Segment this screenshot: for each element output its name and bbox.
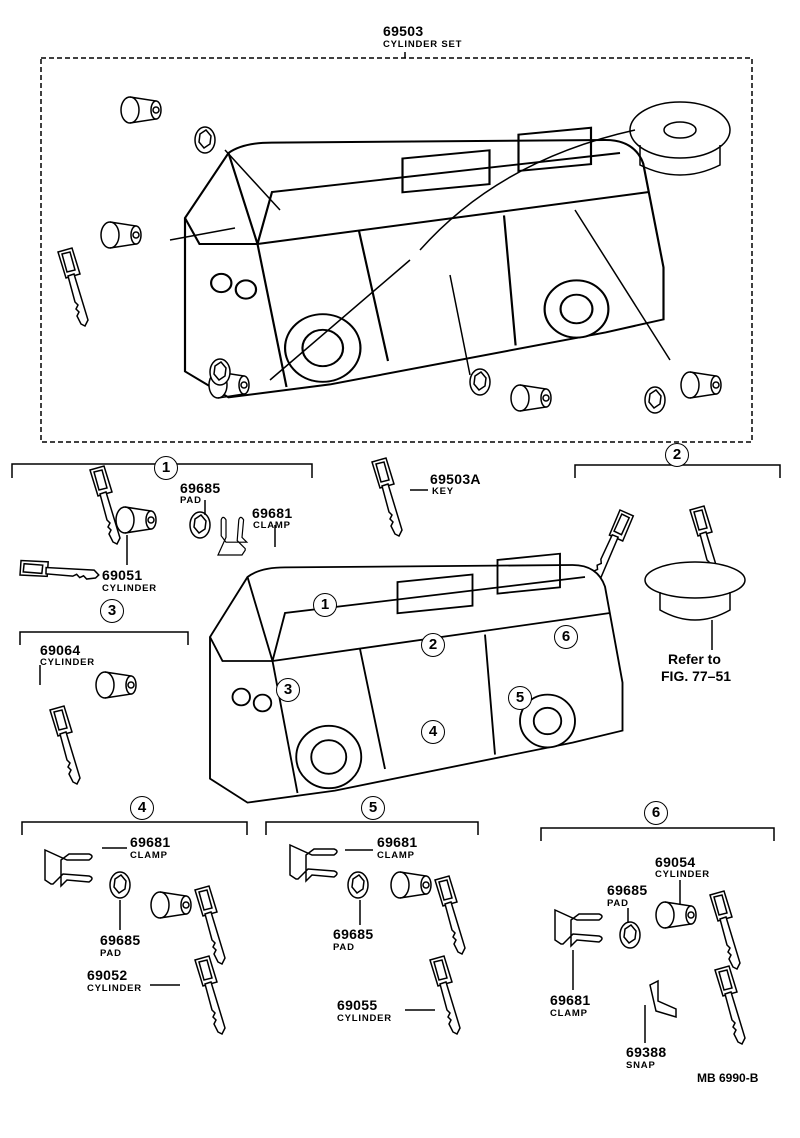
fuel-cap-illustration-top xyxy=(629,101,731,176)
g1-pad-number: 69685 xyxy=(180,480,221,496)
van-illustration-index xyxy=(209,552,624,804)
g6-cylinder-number: 69054 xyxy=(655,854,696,870)
cylinder-set-name: CYLINDER SET xyxy=(383,39,463,50)
g6-cylinder-name: CYLINDER xyxy=(655,869,710,880)
g5-pad-name: PAD xyxy=(333,942,355,953)
g1-pad-name: PAD xyxy=(180,495,202,506)
group-3-bracket xyxy=(19,631,189,645)
g5-cylinder-name: CYLINDER xyxy=(337,1013,392,1024)
refer-to-text: Refer to xyxy=(668,651,721,667)
g6-clamp-number: 69681 xyxy=(550,992,591,1008)
cylinder-set-number: 69503 xyxy=(383,23,424,39)
g5-pad-number: 69685 xyxy=(333,926,374,942)
figure-code: MB 6990-B xyxy=(697,1071,759,1085)
g6-clamp-name: CLAMP xyxy=(550,1008,588,1019)
key-illustration xyxy=(371,457,403,537)
g5-clamp-name: CLAMP xyxy=(377,850,415,861)
g6-pad-number: 69685 xyxy=(607,882,648,898)
figure-reference-link[interactable]: FIG. 77–51 xyxy=(661,668,732,684)
group-6-bracket xyxy=(540,827,775,841)
g3-cylinder-name: CYLINDER xyxy=(40,657,95,668)
g4-clamp-number: 69681 xyxy=(130,834,171,850)
van-callout-4: 4 xyxy=(421,720,445,744)
group-5-bracket xyxy=(265,821,479,835)
g3-cylinder-number: 69064 xyxy=(40,642,81,658)
g1-cylinder-name: CYLINDER xyxy=(102,583,157,594)
g6-snap-name: SNAP xyxy=(626,1060,656,1071)
snap-illustration xyxy=(649,979,677,1019)
key-number: 69503A xyxy=(430,471,481,487)
van-callout-2: 2 xyxy=(421,633,445,657)
van-illustration-top xyxy=(183,126,665,399)
van-callout-1: 1 xyxy=(313,593,337,617)
g4-pad-name: PAD xyxy=(100,948,122,959)
van-callout-6: 6 xyxy=(554,625,578,649)
callout-2: 2 xyxy=(665,443,689,467)
group-4-bracket xyxy=(21,821,248,835)
g6-snap-number: 69388 xyxy=(626,1044,667,1060)
g1-clamp-name: CLAMP xyxy=(253,520,291,531)
g4-cylinder-name: CYLINDER xyxy=(87,983,142,994)
callout-5: 5 xyxy=(361,796,385,820)
g4-cylinder-number: 69052 xyxy=(87,967,128,983)
key-name: KEY xyxy=(432,486,454,497)
g4-pad-number: 69685 xyxy=(100,932,141,948)
fuel-cap-illustration xyxy=(644,561,746,621)
g5-cylinder-number: 69055 xyxy=(337,997,378,1013)
callout-6: 6 xyxy=(644,801,668,825)
g5-clamp-number: 69681 xyxy=(377,834,418,850)
g1-clamp-number: 69681 xyxy=(252,505,293,521)
callout-4: 4 xyxy=(130,796,154,820)
g6-pad-name: PAD xyxy=(607,898,629,909)
cylinder-set-boundary xyxy=(40,57,753,443)
callout-1: 1 xyxy=(154,456,178,480)
g1-cylinder-number: 69051 xyxy=(102,567,143,583)
van-callout-5: 5 xyxy=(508,686,532,710)
van-callout-3: 3 xyxy=(276,678,300,702)
g4-clamp-name: CLAMP xyxy=(130,850,168,861)
callout-3: 3 xyxy=(100,599,124,623)
